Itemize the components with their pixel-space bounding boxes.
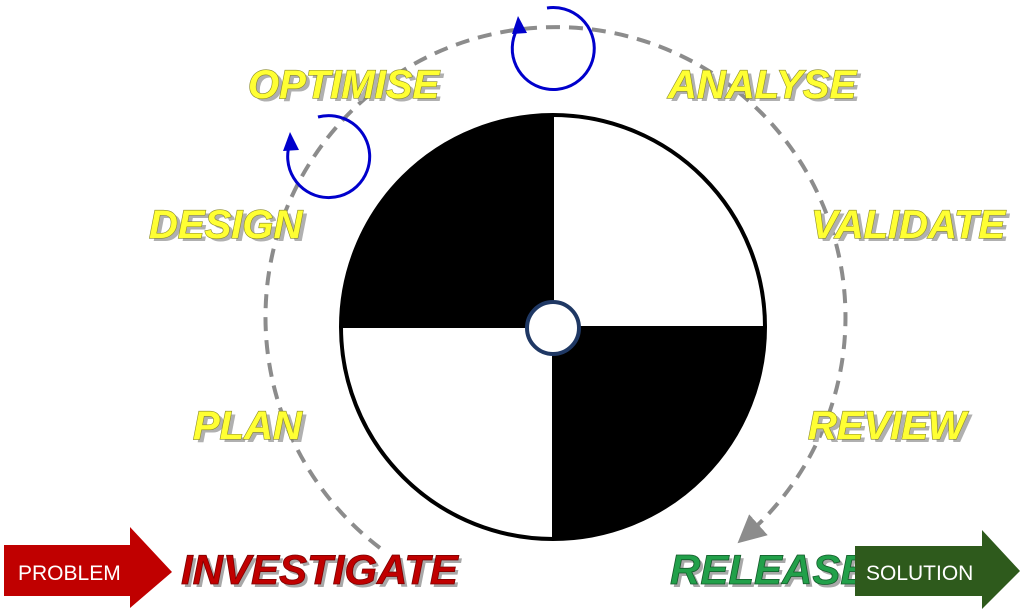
svg-text:ANALYSE: ANALYSE — [671, 66, 861, 110]
stage-validate: VALIDATE VALIDATE — [810, 202, 1010, 250]
svg-text:INVESTIGATE: INVESTIGATE — [184, 549, 463, 596]
stage-review: REVIEW REVIEW — [807, 403, 973, 451]
stage-label-review: REVIEW — [808, 404, 969, 448]
problem-arrow: PROBLEM — [4, 527, 172, 608]
loop-arrow-left — [283, 114, 372, 200]
svg-text:DESIGN: DESIGN — [153, 206, 307, 250]
center-hub — [525, 300, 581, 356]
investigate-label: INVESTIGATE — [181, 546, 460, 593]
loop-arrow-top — [510, 6, 596, 91]
solution-arrow-label: SOLUTION — [866, 562, 973, 585]
quadrant-top-left — [341, 115, 553, 327]
svg-text:VALIDATE: VALIDATE — [815, 206, 1010, 250]
stage-label-design: DESIGN — [149, 203, 303, 247]
stage-label-analyse: ANALYSE — [667, 63, 857, 107]
stage-plan: PLAN PLAN — [192, 403, 307, 451]
solution-arrow: SOLUTION — [855, 530, 1020, 609]
stage-label-plan: PLAN — [193, 404, 303, 448]
release-label: RELEASE — [670, 546, 870, 593]
problem-arrow-label: PROBLEM — [18, 562, 121, 585]
svg-text:OPTIMISE: OPTIMISE — [252, 66, 444, 110]
svg-text:RELEASE: RELEASE — [673, 549, 873, 596]
stage-label-validate: VALIDATE — [811, 203, 1006, 247]
stage-design: DESIGN DESIGN — [148, 202, 307, 250]
stage-optimise: OPTIMISE OPTIMISE — [247, 62, 444, 110]
stage-label-optimise: OPTIMISE — [248, 63, 440, 107]
quadrant-bottom-right — [553, 327, 765, 539]
quadrant-bottom-left — [341, 327, 553, 539]
quadrant-top-right — [553, 115, 765, 327]
svg-text:REVIEW: REVIEW — [812, 407, 973, 451]
quadrant-wheel — [339, 113, 767, 541]
svg-text:PLAN: PLAN — [197, 407, 307, 451]
stage-analyse: ANALYSE ANALYSE — [666, 62, 861, 110]
